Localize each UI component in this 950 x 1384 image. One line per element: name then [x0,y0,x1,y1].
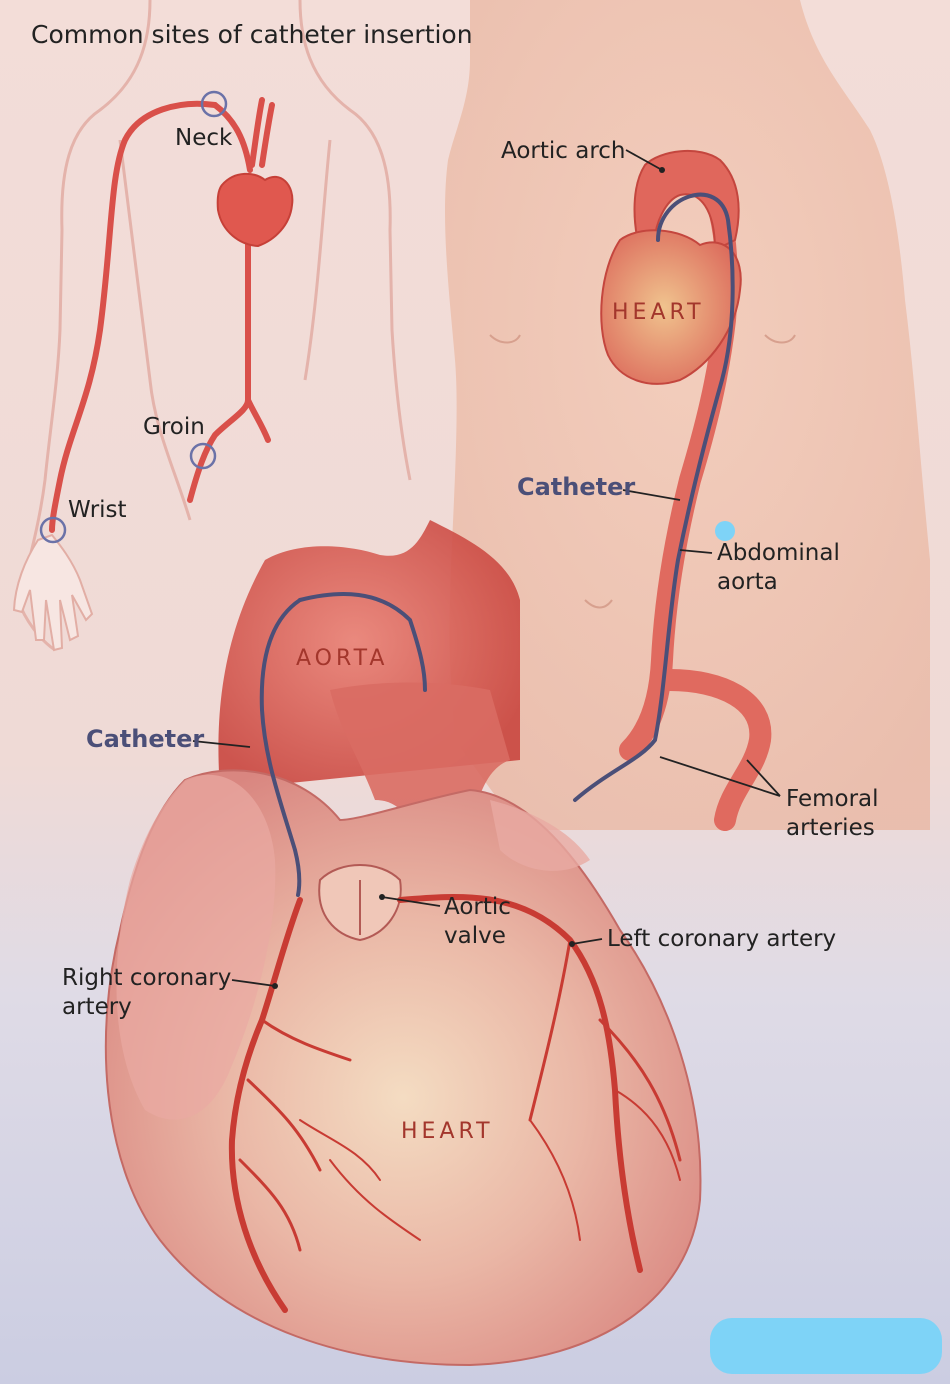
small-heart-left-figure [216,172,294,248]
label-main-heart: HEART [401,1119,494,1144]
label-heart-catheter: Catheter [86,725,205,753]
right-atrium [116,774,276,1120]
torso [445,0,930,830]
wrist-site-marker [39,516,67,544]
leader-femoral-a [746,759,781,797]
redaction-dot [715,521,735,541]
left-figure-arteries [49,97,275,533]
label-right-coronary-artery: Right coronary artery [62,965,232,1020]
left-hand [12,533,94,652]
torso-heart [600,229,742,385]
leader-endpoints [272,167,665,989]
leader-aortic-valve [381,896,441,907]
leader-left-coronary [571,938,603,945]
leader-heart-catheter [192,740,251,748]
torso-details [489,334,796,609]
heart-catheter-line [259,598,302,897]
label-wrist: Wrist [68,497,127,523]
diagram-title: Common sites of catheter insertion [31,20,473,49]
leader-femoral-b [659,756,781,797]
leader-right-coronary [231,979,276,987]
label-aortic-valve: Aortic valve [444,894,511,949]
neck-site-marker [200,90,228,118]
torso-catheter-line [573,192,735,802]
label-groin: Groin [143,414,205,440]
label-aorta: AORTA [296,646,389,671]
label-abdominal-aorta: Abdominal aorta [717,540,840,595]
groin-site-marker [189,442,217,470]
heart-catheter-line-top [298,592,427,692]
label-femoral-arteries: Femoral arteries [786,786,879,841]
leader-lines [192,149,781,987]
leader-abdominal-aorta [679,549,713,554]
redaction-bar [710,1318,942,1374]
leader-torso-catheter [622,489,681,501]
left-atrial-appendage [490,800,590,871]
label-neck: Neck [175,125,233,151]
label-aortic-arch: Aortic arch [501,138,626,164]
label-left-coronary-artery: Left coronary artery [607,926,837,952]
label-torso-catheter: Catheter [517,473,636,501]
coronary-arteries [228,893,682,1313]
leader-aortic-arch [625,149,663,171]
label-torso-heart: HEART [612,300,705,325]
aortic-valve [318,864,402,942]
insertion-site-markers [39,90,228,544]
